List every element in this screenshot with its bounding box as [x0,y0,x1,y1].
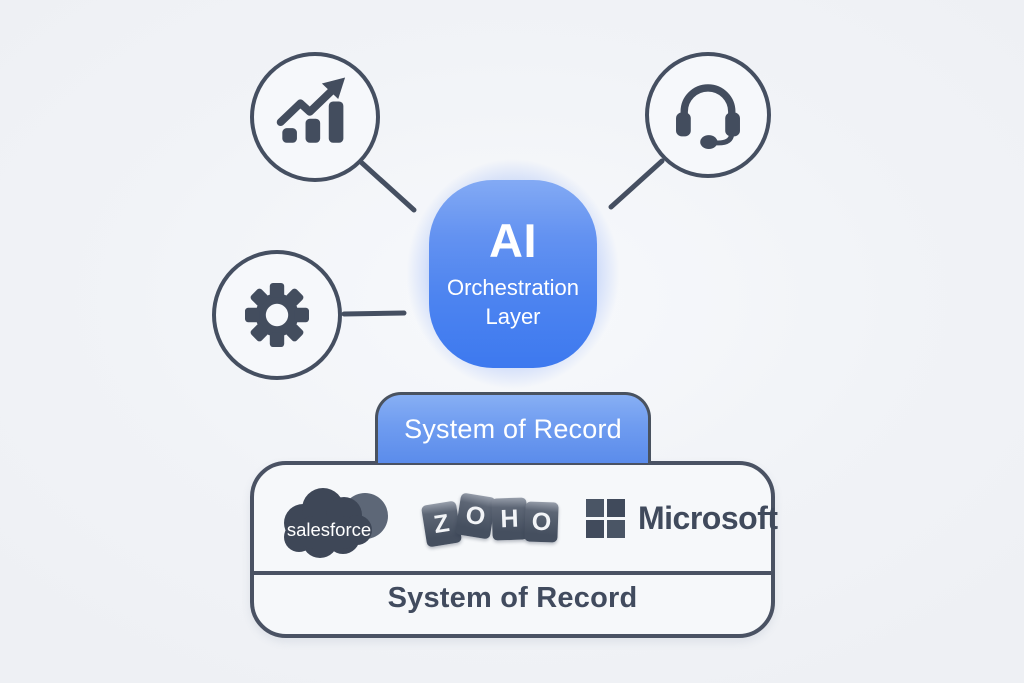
ai-subtitle-line1: Orchestration [446,274,580,300]
system-of-record-tab: System of Record [375,392,651,463]
salesforce-logo-text: salesforce [287,519,371,540]
ai-title: AI [489,213,537,267]
records-divider [254,571,771,575]
zoho-tile: O [454,492,497,540]
microsoft-logo: Microsoft [586,499,778,538]
zoho-tile: O [524,501,559,543]
system-of-record-tab-label: System of Record [404,413,622,444]
system-of-record-box: salesforce Z O H O Microsoft System of R… [250,461,778,638]
salesforce-cloud-logo: salesforce [284,488,388,558]
growth-chart-icon [276,77,346,143]
settings-node [212,250,342,380]
support-node [645,52,771,178]
gear-icon [245,283,309,347]
microsoft-window-icon [586,499,625,538]
ai-orchestration-node: AI Orchestration Layer [429,180,597,368]
zoho-tile: H [491,497,528,541]
ai-subtitle-line2: Layer [485,304,541,329]
growth-node [250,52,380,182]
headset-icon [676,84,740,150]
ai-subtitle: Orchestration Layer [447,273,579,331]
system-of-record-footer-label: System of Record [387,582,638,614]
microsoft-logo-text: Microsoft [638,500,778,536]
zoho-logo: Z O H O [420,491,559,555]
